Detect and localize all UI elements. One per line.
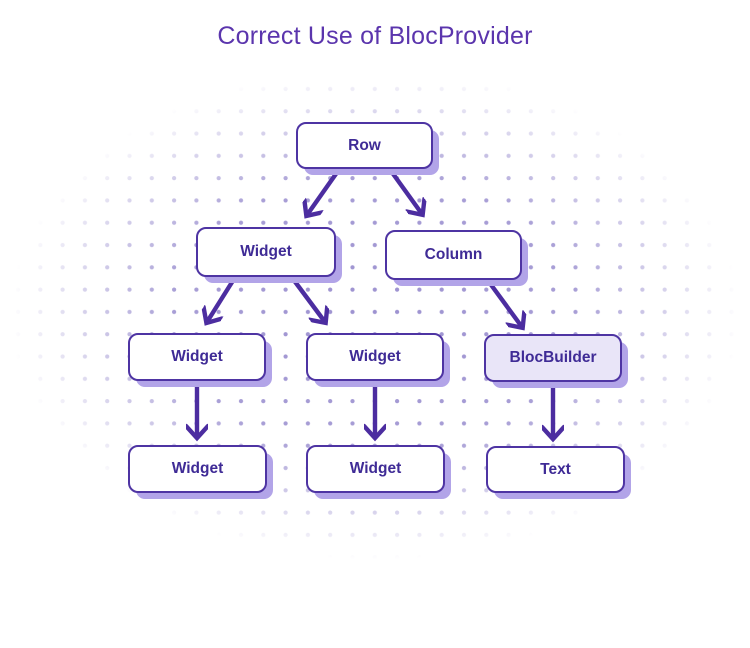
- node-row: Row: [296, 122, 433, 169]
- node-blocbuilder: BlocBuilder: [484, 334, 622, 382]
- node-label: Widget: [240, 243, 292, 260]
- edge-widget-widget-left: [207, 277, 236, 322]
- node-widget-level4-left: Widget: [128, 445, 267, 493]
- node-label: Widget: [171, 348, 223, 365]
- node-label: Widget: [171, 460, 224, 477]
- edge-row-widget: [307, 169, 340, 215]
- node-text: Text: [486, 446, 625, 493]
- node-widget-level2: Widget: [196, 227, 336, 277]
- node-label: Row: [348, 136, 381, 154]
- node-column: Column: [385, 230, 522, 280]
- node-label: Widget: [349, 460, 402, 477]
- node-label: Column: [424, 246, 483, 263]
- node-label: BlocBuilder: [509, 349, 597, 366]
- node-widget-level3-mid: Widget: [306, 333, 444, 381]
- edge-column-blocbuilder: [487, 280, 522, 327]
- edge-row-column: [389, 169, 422, 214]
- node-label: Text: [540, 460, 571, 478]
- node-label: Widget: [349, 348, 401, 365]
- node-widget-level4-mid: Widget: [306, 445, 445, 493]
- edge-widget-widget-mid: [291, 277, 325, 322]
- diagram-title: Correct Use of BlocProvider: [217, 22, 533, 50]
- node-widget-level3-left: Widget: [128, 333, 266, 381]
